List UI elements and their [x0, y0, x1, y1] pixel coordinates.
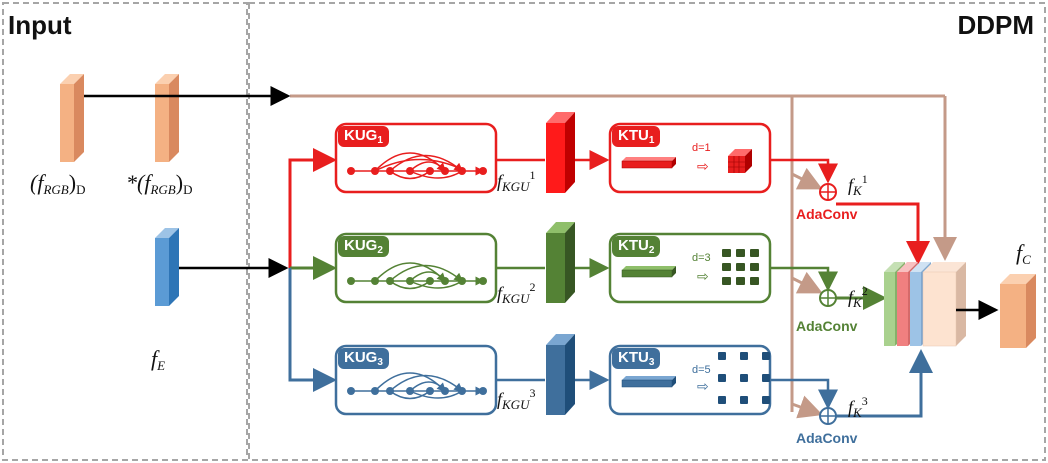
- kug-nodes-1: [347, 167, 487, 175]
- skip-connection: [290, 94, 957, 419]
- kgu-label-1: fKGU1: [497, 168, 536, 194]
- adaconv-label-1: AdaConv: [796, 206, 858, 222]
- branch-splitter: [288, 148, 337, 392]
- dilation-3: d=5: [692, 364, 711, 376]
- kgu-feature-3: [546, 334, 575, 415]
- output-block: [1000, 274, 1036, 348]
- kgu-label-3: fKGU3: [497, 386, 536, 412]
- ktu-tab-2: KTU2: [612, 236, 661, 257]
- kug-nodes-2: [347, 277, 487, 285]
- rgb-block-2: [155, 74, 179, 162]
- ktu-cubes-2: [722, 249, 759, 285]
- concat-stack: [884, 262, 966, 347]
- rgb-block-1: [60, 74, 84, 162]
- k-label-1: fK1: [848, 172, 868, 198]
- ktu-tab-1: KTU1: [612, 126, 661, 147]
- adaconv-label-3: AdaConv: [796, 430, 858, 446]
- kug-tab-2: KUG2: [338, 236, 389, 257]
- ktu-strip-3: [621, 376, 676, 388]
- input-panel: [2, 2, 248, 461]
- kgu-label-2: fKGU2: [497, 280, 536, 306]
- svg-text:⇨: ⇨: [697, 379, 709, 395]
- concat-slab-skip: [922, 262, 966, 347]
- kgu-feature-1: [546, 112, 575, 193]
- ktu-cube-1: [728, 149, 752, 173]
- ktu-strip-2: [621, 266, 676, 278]
- adaconv-label-2: AdaConv: [796, 318, 858, 334]
- ddpm-title: DDPM: [957, 10, 1034, 40]
- rgb-label: (fRGB)D: [30, 170, 86, 197]
- kgu-feature-2: [546, 222, 575, 303]
- ktu-tab-3: KTU3: [612, 348, 661, 369]
- ddpm-panel: [248, 2, 1046, 461]
- dilation-2: d=3: [692, 252, 711, 264]
- svg-text:⇨: ⇨: [697, 269, 709, 285]
- dilation-1: d=1: [692, 142, 711, 154]
- ktu-strip-1: [621, 157, 676, 169]
- svg-text:⇨: ⇨: [697, 159, 709, 175]
- k-label-3: fK3: [848, 394, 868, 420]
- e-label: fE: [151, 346, 166, 373]
- branch-2: ⇨: [334, 222, 887, 310]
- input-title: Input: [8, 10, 72, 40]
- e-block: [155, 228, 179, 306]
- ktu-cubes-3: [718, 352, 770, 404]
- kug-nodes-3: [347, 387, 487, 395]
- output-label: fC: [1016, 240, 1031, 267]
- kug-tab-3: KUG3: [338, 348, 389, 369]
- rgb-star-label: *(fRGB)D: [126, 170, 193, 197]
- kug-tab-1: KUG1: [338, 126, 389, 147]
- k-label-2: fK2: [848, 284, 868, 310]
- branch-3: ⇨: [334, 334, 933, 425]
